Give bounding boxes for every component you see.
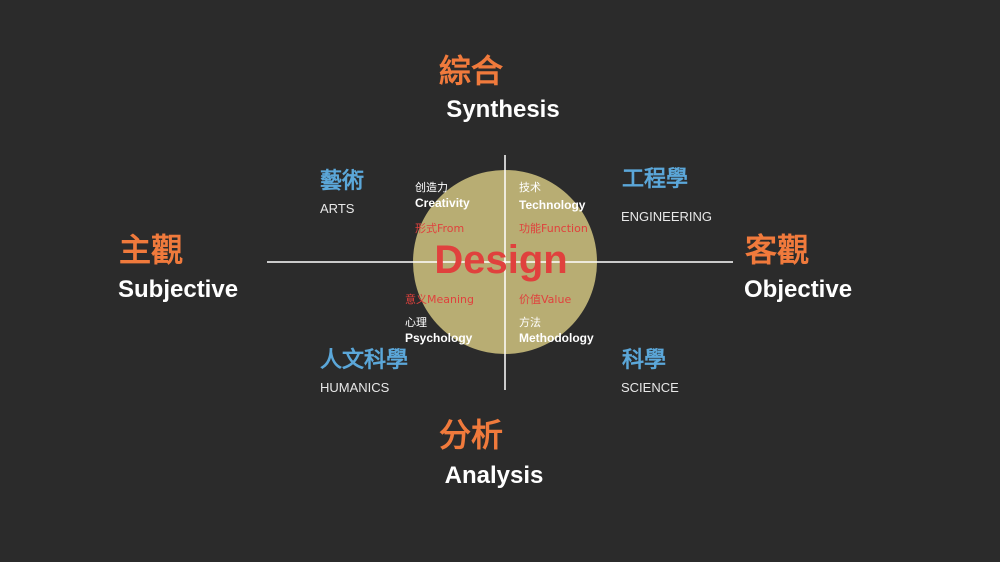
circle-tl-red: 形式From	[415, 222, 465, 235]
quadrant-bottom-right-cn: 科學	[622, 348, 667, 373]
quadrant-top-right-cn: 工程學	[622, 167, 689, 192]
circle-bl-cn: 心理	[405, 316, 427, 329]
axis-bottom-en: Analysis	[444, 462, 544, 489]
axis-left-cn: 主觀	[119, 231, 184, 269]
quadrant-top-right-en: ENGINEERING	[621, 209, 713, 224]
quadrant-bottom-left-cn: 人文科學	[320, 348, 409, 373]
circle-tr-cn: 技术	[519, 181, 541, 194]
circle-tl-en: Creativity	[415, 196, 470, 210]
circle-bl-red: 意义Meaning	[405, 293, 474, 306]
design-title: Design	[434, 238, 568, 282]
axis-right-en: Objective	[744, 276, 853, 303]
axis-right-cn: 客觀	[745, 231, 810, 269]
circle-br-en: Methodology	[519, 331, 594, 345]
circle-tr-red: 功能Function	[519, 222, 588, 235]
circle-tr-en: Technology	[519, 198, 586, 212]
axis-bottom-cn: 分析	[438, 416, 504, 454]
quadrant-bottom-right-en: SCIENCE	[621, 380, 679, 395]
quadrant-top-left-en: ARTS	[320, 201, 355, 216]
axis-left-en: Subjective	[118, 276, 239, 303]
axis-top-cn: 綜合	[438, 52, 504, 90]
axis-top-en: Synthesis	[446, 96, 560, 123]
circle-tl-cn: 创造力	[415, 181, 448, 194]
circle-br-red: 价值Value	[519, 293, 572, 306]
circle-br-cn: 方法	[519, 316, 541, 329]
circle-bl-en: Psychology	[405, 331, 473, 345]
quadrant-top-left-cn: 藝術	[320, 169, 365, 194]
quadrant-bottom-left-en: HUMANICS	[320, 380, 390, 395]
